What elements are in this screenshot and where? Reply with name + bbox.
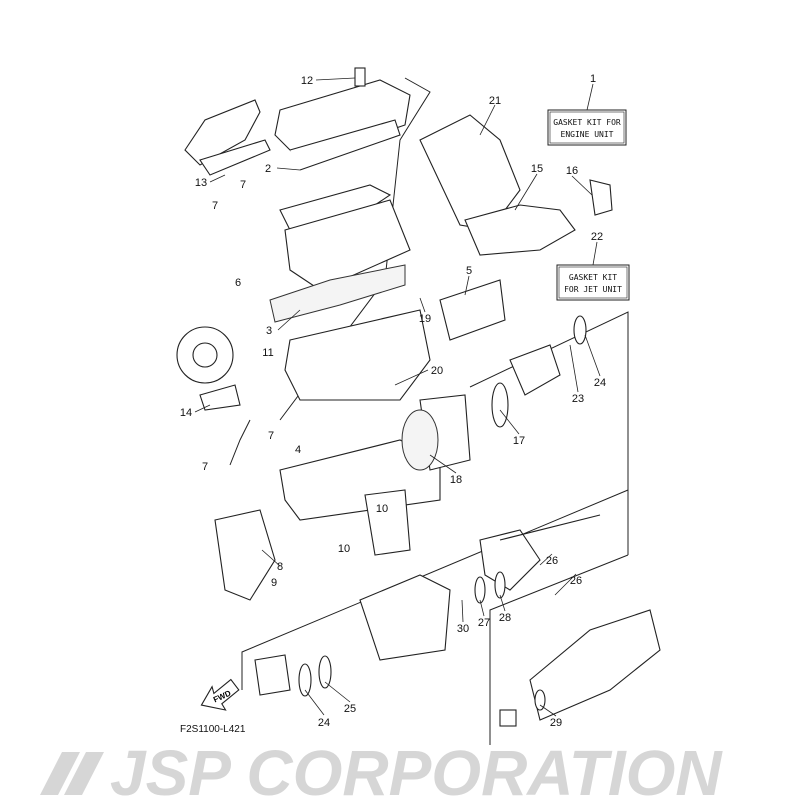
jet-kit-line1: GASKET KIT bbox=[569, 273, 617, 282]
cover-gasket bbox=[289, 119, 401, 171]
callout-10b: 10 bbox=[338, 543, 350, 555]
leader-lines bbox=[194, 77, 601, 717]
callout-14: 14 bbox=[180, 407, 192, 419]
callout-26b: 26 bbox=[570, 575, 582, 587]
jet-kit-line2: FOR JET UNIT bbox=[564, 285, 622, 294]
callout-3: 3 bbox=[266, 325, 272, 337]
callout-7c: 7 bbox=[268, 430, 274, 442]
oil-filler-cap bbox=[354, 67, 366, 87]
cylinder-head bbox=[284, 199, 411, 291]
callout-numbers: 1 12 21 2 13 7 7 15 16 22 6 5 3 19 11 20… bbox=[180, 73, 606, 729]
diagram-code: F2S1100-L421 bbox=[180, 724, 246, 735]
head-gasket bbox=[269, 264, 406, 323]
turbo-gasket bbox=[199, 384, 241, 411]
callout-22: 22 bbox=[591, 231, 603, 243]
callout-5: 5 bbox=[466, 265, 472, 277]
drive-shaft bbox=[499, 514, 601, 541]
o-ring-29 bbox=[534, 689, 546, 711]
callout-20: 20 bbox=[431, 365, 443, 377]
callout-29: 29 bbox=[550, 717, 562, 729]
callout-7d: 7 bbox=[202, 461, 208, 473]
seal-24 bbox=[298, 663, 312, 697]
callout-24a: 24 bbox=[594, 377, 606, 389]
turbocharger-inlet bbox=[192, 342, 218, 368]
callout-21: 21 bbox=[489, 95, 501, 107]
nozzle bbox=[529, 609, 661, 721]
seal-28 bbox=[494, 571, 506, 599]
callout-25: 25 bbox=[344, 703, 356, 715]
jet-pump-housing bbox=[359, 574, 451, 661]
gasket-kit-jet-box: GASKET KIT FOR JET UNIT bbox=[556, 264, 630, 301]
callout-26a: 26 bbox=[546, 555, 558, 567]
gasket-kit-engine-box: GASKET KIT FOR ENGINE UNIT bbox=[547, 109, 627, 146]
bushing bbox=[499, 709, 517, 727]
callout-18: 18 bbox=[450, 474, 462, 486]
oil-cooler-gasket bbox=[439, 279, 506, 341]
watermark-text: JSP CORPORATION bbox=[110, 737, 723, 800]
housing-gasket bbox=[401, 409, 439, 471]
fwd-arrow: FWD bbox=[200, 678, 240, 711]
callout-9: 9 bbox=[271, 577, 277, 589]
seal-25 bbox=[318, 655, 332, 689]
exhaust-pipe bbox=[464, 204, 576, 256]
callout-30: 30 bbox=[457, 623, 469, 635]
callout-23: 23 bbox=[572, 393, 584, 405]
oil-seal bbox=[491, 382, 509, 428]
engine-kit-line2: ENGINE UNIT bbox=[561, 130, 614, 139]
callout-19: 19 bbox=[419, 313, 431, 325]
callout-17: 17 bbox=[513, 435, 525, 447]
manifold-gasket bbox=[199, 139, 271, 176]
exhaust-joint bbox=[589, 179, 613, 216]
coupler bbox=[254, 654, 291, 696]
callout-12: 12 bbox=[301, 75, 313, 87]
callout-11: 11 bbox=[262, 347, 273, 359]
bearing bbox=[573, 315, 587, 345]
callout-7a: 7 bbox=[240, 179, 246, 191]
magneto-cover bbox=[214, 509, 276, 601]
oil-pump bbox=[364, 489, 411, 556]
coupling bbox=[509, 344, 561, 396]
callout-7b: 7 bbox=[212, 200, 218, 212]
callout-8: 8 bbox=[277, 561, 283, 573]
impeller-duct bbox=[479, 529, 541, 591]
callout-13: 13 bbox=[195, 177, 207, 189]
callout-16: 16 bbox=[566, 165, 578, 177]
callout-2: 2 bbox=[265, 163, 271, 175]
engine-kit-line1: GASKET KIT FOR bbox=[553, 118, 621, 127]
callout-15: 15 bbox=[531, 163, 543, 175]
parts-artwork bbox=[176, 67, 661, 727]
callout-1: 1 bbox=[590, 73, 596, 85]
exhaust-manifold bbox=[419, 114, 521, 231]
callout-27: 27 bbox=[478, 617, 490, 629]
callout-10a: 10 bbox=[376, 503, 388, 515]
callout-28: 28 bbox=[499, 612, 511, 624]
callout-4: 4 bbox=[295, 444, 301, 456]
callout-24b: 24 bbox=[318, 717, 330, 729]
intake-manifold bbox=[184, 99, 261, 166]
callout-6: 6 bbox=[235, 277, 241, 289]
seal-27 bbox=[474, 576, 486, 604]
cylinder-head-cover bbox=[274, 79, 411, 161]
cylinder-block bbox=[284, 309, 431, 401]
watermark-logo: JSP CORPORATION bbox=[40, 737, 723, 800]
